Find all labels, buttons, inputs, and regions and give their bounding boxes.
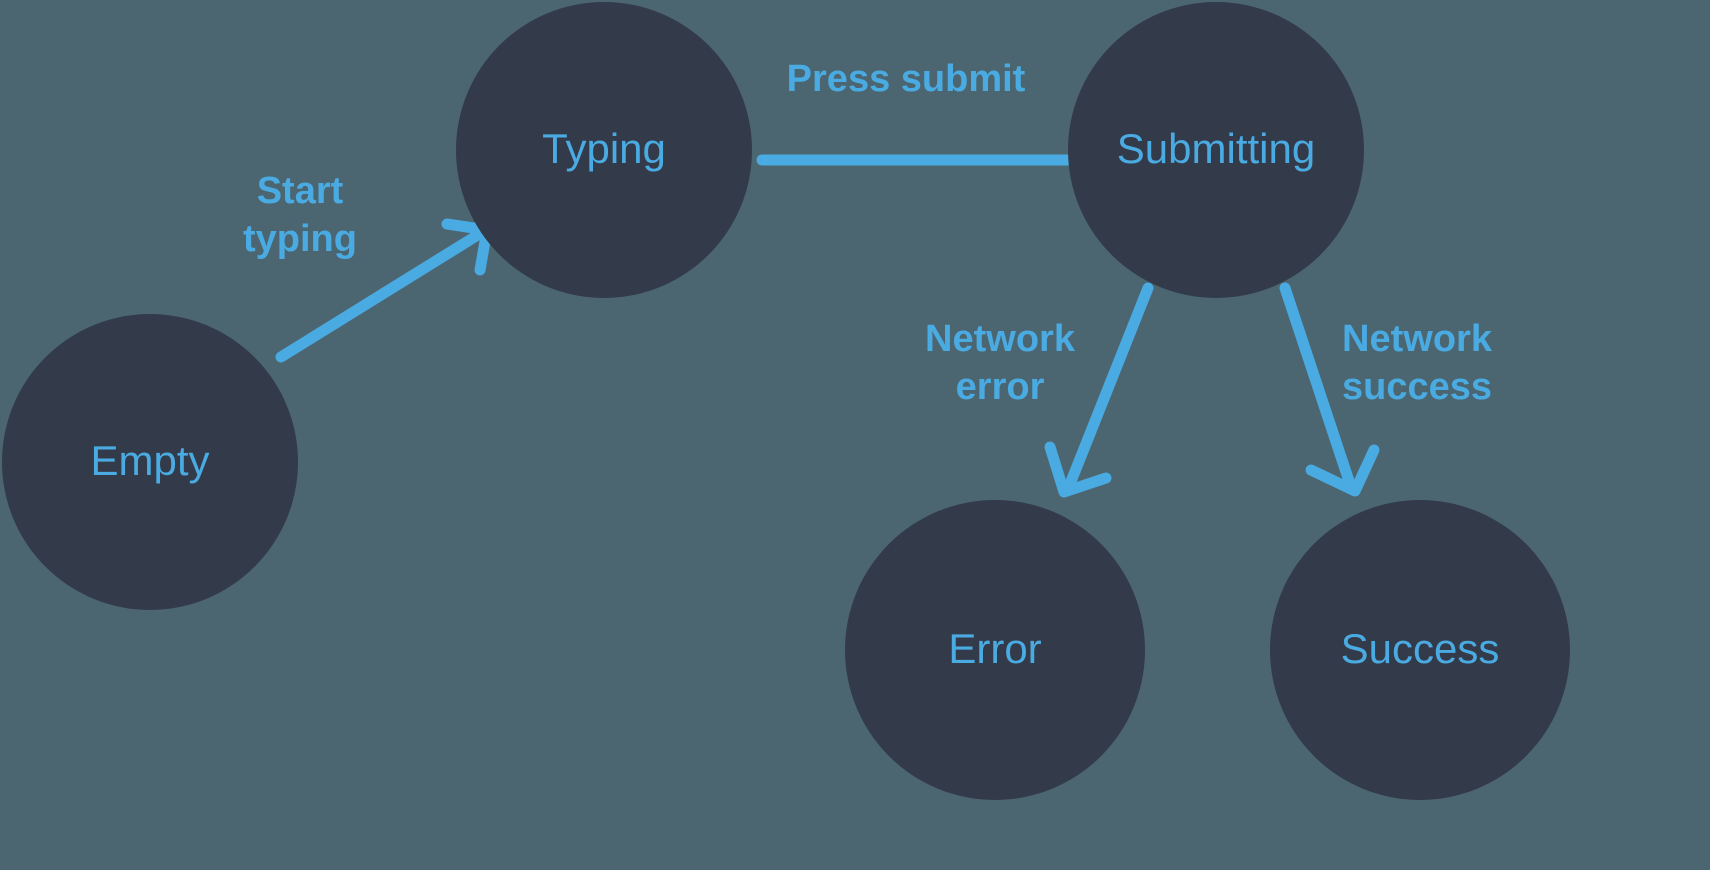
state-node-circle-success[interactable]	[1270, 500, 1570, 800]
transition-arrow-submitting-to-success	[1279, 282, 1380, 497]
transition-line-empty-to-typing	[275, 227, 487, 363]
state-node-submitting[interactable]: Submitting	[1068, 2, 1364, 298]
transition-label-submitting-to-success: Network success	[1342, 318, 1493, 408]
transition-label-line: Network	[925, 318, 1076, 360]
transition-line-submitting-to-error	[1062, 282, 1154, 495]
arrowhead-icon-submitting-to-success	[1305, 444, 1380, 497]
state-node-circle-error[interactable]	[845, 500, 1145, 800]
transition-label-typing-to-submitting: Press submit	[787, 58, 1026, 100]
transition-label-line: success	[1342, 366, 1492, 408]
transition-label-submitting-to-error: Network error	[925, 318, 1076, 408]
transition-label-line: Press submit	[787, 58, 1026, 100]
state-node-label-success: Success	[1341, 625, 1500, 672]
transition-label-line: typing	[243, 218, 357, 260]
state-node-empty[interactable]: Empty	[2, 314, 298, 610]
state-node-label-typing: Typing	[542, 125, 666, 172]
transitions-layer	[275, 121, 1380, 498]
state-node-success[interactable]: Success	[1270, 500, 1570, 800]
transition-arrow-submitting-to-error	[1044, 282, 1154, 498]
state-node-typing[interactable]: Typing	[456, 2, 752, 298]
state-node-label-error: Error	[948, 625, 1041, 672]
transition-label-line: error	[956, 366, 1045, 408]
state-node-label-empty: Empty	[90, 437, 209, 484]
arrowhead-icon-submitting-to-error	[1044, 441, 1112, 498]
transition-label-empty-to-typing: Start typing	[243, 170, 357, 260]
transition-label-line: Start	[257, 170, 344, 212]
state-node-error[interactable]: Error	[845, 500, 1145, 800]
transition-line-submitting-to-success	[1279, 282, 1357, 493]
transition-label-line: Network	[1342, 318, 1493, 360]
state-node-circle-empty[interactable]	[2, 314, 298, 610]
state-node-label-submitting: Submitting	[1117, 125, 1315, 172]
state-node-circle-submitting[interactable]	[1068, 2, 1364, 298]
state-node-circle-typing[interactable]	[456, 2, 752, 298]
